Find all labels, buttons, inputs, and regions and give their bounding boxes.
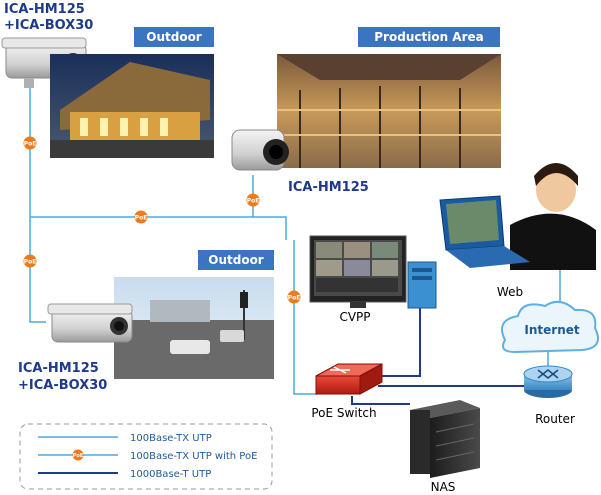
poe-badge: PoE (246, 193, 260, 207)
box-camera-icon (47, 303, 133, 343)
poe-badge-label: PoE (288, 295, 301, 302)
outdoor-top-tag (134, 27, 214, 47)
poe-badge: PoE (23, 136, 37, 150)
pc-tower-icon (407, 261, 437, 309)
cable-switch-nas (351, 396, 410, 405)
web-label: Web (497, 285, 523, 299)
nas-icon (410, 400, 480, 478)
cvpp-label: CVPP (339, 310, 370, 324)
warehouse-photo (277, 54, 501, 168)
poe-badge-label: PoE (24, 259, 37, 266)
laptop-user-icon (439, 163, 596, 270)
outdoor-top-label: Outdoor (146, 30, 202, 44)
production-area-tag (358, 27, 500, 47)
production-area-label: Production Area (374, 30, 483, 44)
poe-badge: PoE (23, 254, 37, 268)
outdoor-bottom-tag (198, 250, 274, 270)
poe-badge: PoE (134, 210, 148, 224)
cable-switch-cvpp (378, 308, 421, 377)
top-camera-model-line2: +ICA-BOX30 (4, 18, 93, 33)
bullet-camera-icon (231, 129, 289, 171)
cable-left-vertical (29, 70, 46, 323)
router-icon (523, 365, 573, 398)
middle-camera-model: ICA-HM125 (288, 180, 369, 195)
legend-poe-dot (72, 449, 84, 461)
cvpp-monitor-icon (309, 235, 407, 308)
outdoor-bottom-label: Outdoor (208, 253, 264, 267)
poe-badge-label: PoE (135, 215, 148, 222)
bottom-camera-model-line2: +ICA-BOX30 (18, 378, 107, 393)
poe-badge: PoE (287, 290, 301, 304)
street-intersection-photo (114, 277, 274, 379)
router-label: Router (535, 412, 575, 426)
poe-badge-label: PoE (247, 198, 260, 205)
legend-item-1: 100Base-TX UTP (130, 433, 212, 444)
thick-cables (351, 308, 524, 405)
legend-poe-label: PoE (73, 453, 84, 459)
legend-item-3: 1000Base-T UTP (130, 469, 211, 480)
cable-horizontal-main (30, 216, 287, 240)
legend-item-2: 100Base-TX UTP with PoE (130, 451, 257, 462)
switch-icon (315, 363, 383, 395)
poe-switch-label: PoE Switch (311, 406, 376, 420)
top-camera-model-line1: ICA-HM125 (4, 2, 85, 17)
poe-badge-label: PoE (24, 141, 37, 148)
bottom-camera-model-line1: ICA-HM125 (18, 361, 99, 376)
legend: 100Base-TX UTP PoE 100Base-TX UTP with P… (19, 423, 273, 490)
internet-label: Internet (524, 323, 579, 337)
nas-label: NAS (431, 480, 456, 494)
outdoor-night-building-photo (50, 54, 214, 158)
cloud-icon (501, 300, 599, 354)
